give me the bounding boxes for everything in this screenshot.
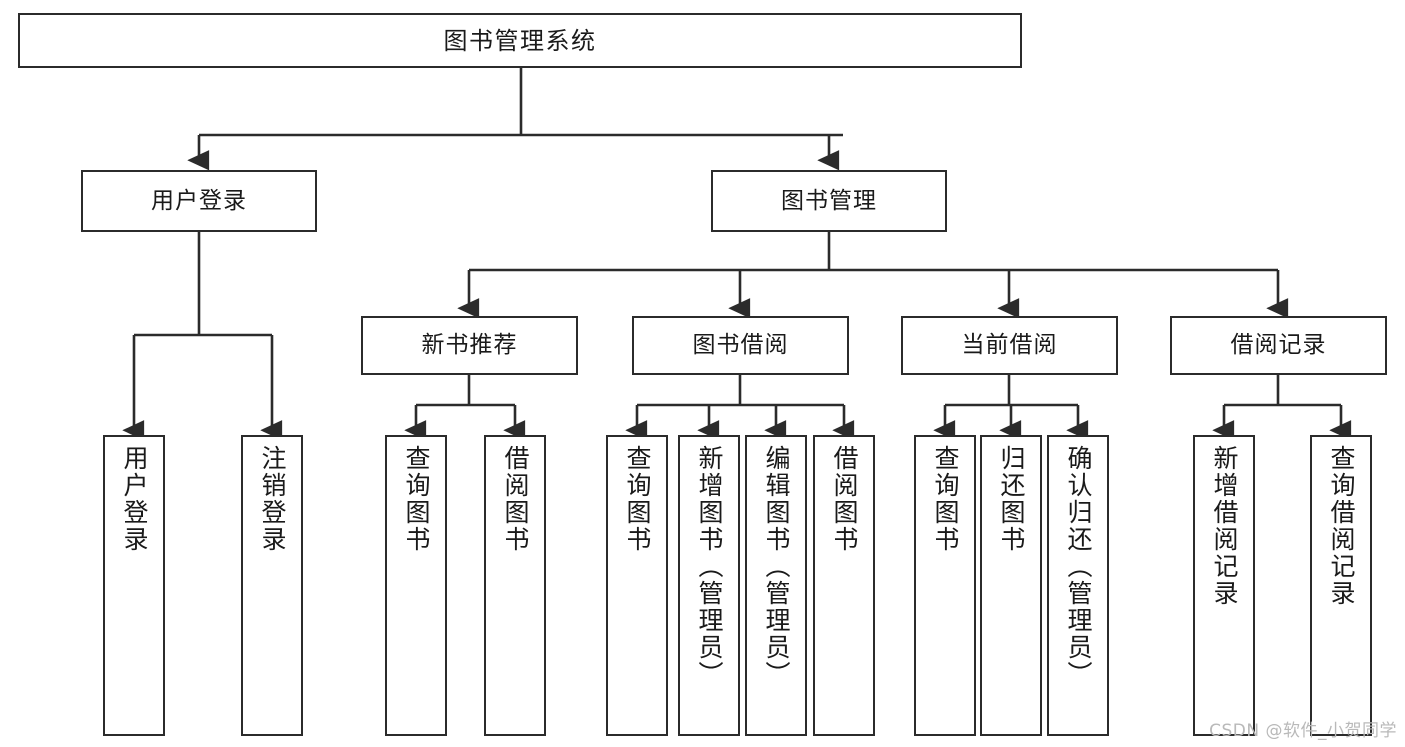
leaf-label: 用户登录 <box>120 445 149 553</box>
leaf-current-borrow-return-book[interactable]: 归还图书 <box>980 435 1042 736</box>
node-book-management[interactable]: 图书管理 <box>711 170 947 232</box>
csdn-watermark: CSDN @软件_小贺同学 <box>1209 721 1397 741</box>
leaf-borrow-record-add-record[interactable]: 新增借阅记录 <box>1193 435 1255 736</box>
leaf-label: 查询图书 <box>623 445 652 553</box>
leaf-borrow-record-query-record[interactable]: 查询借阅记录 <box>1310 435 1372 736</box>
node-current-borrow[interactable]: 当前借阅 <box>901 316 1118 375</box>
leaf-label: 借阅图书 <box>830 445 859 553</box>
node-borrow-record-label: 借阅记录 <box>1230 332 1327 359</box>
leaf-book-borrow-borrow-book[interactable]: 借阅图书 <box>813 435 875 736</box>
leaf-user-login-logout[interactable]: 注销登录 <box>241 435 303 736</box>
node-root-label: 图书管理系统 <box>443 26 597 55</box>
leaf-new-book-borrow-book[interactable]: 借阅图书 <box>484 435 546 736</box>
leaf-label: 借阅图书 <box>501 445 530 553</box>
leaf-label: 编辑图书（管理员） <box>762 445 791 688</box>
leaf-label: 新增借阅记录 <box>1210 445 1239 607</box>
node-book-management-label: 图书管理 <box>781 187 877 214</box>
node-user-login[interactable]: 用户登录 <box>81 170 317 232</box>
node-new-book-recommend[interactable]: 新书推荐 <box>361 316 578 375</box>
node-book-borrow-label: 图书借阅 <box>692 332 789 359</box>
leaf-label: 新增图书（管理员） <box>695 445 724 688</box>
leaf-label: 查询图书 <box>931 445 960 553</box>
leaf-label: 查询借阅记录 <box>1327 445 1356 607</box>
leaf-book-borrow-query-book[interactable]: 查询图书 <box>606 435 668 736</box>
leaf-current-borrow-confirm-return[interactable]: 确认归还（管理员） <box>1047 435 1109 736</box>
node-borrow-record[interactable]: 借阅记录 <box>1170 316 1387 375</box>
node-book-borrow[interactable]: 图书借阅 <box>632 316 849 375</box>
leaf-label: 归还图书 <box>997 445 1026 553</box>
leaf-label: 查询图书 <box>402 445 431 553</box>
leaf-label: 确认归还（管理员） <box>1064 445 1093 688</box>
leaf-new-book-query-book[interactable]: 查询图书 <box>385 435 447 736</box>
leaf-book-borrow-edit-book[interactable]: 编辑图书（管理员） <box>745 435 807 736</box>
leaf-current-borrow-query-book[interactable]: 查询图书 <box>914 435 976 736</box>
node-root-book-management-system[interactable]: 图书管理系统 <box>18 13 1022 68</box>
leaf-user-login-login[interactable]: 用户登录 <box>103 435 165 736</box>
node-user-login-label: 用户登录 <box>151 187 247 214</box>
node-new-book-recommend-label: 新书推荐 <box>421 332 518 359</box>
leaf-book-borrow-add-book[interactable]: 新增图书（管理员） <box>678 435 740 736</box>
node-current-borrow-label: 当前借阅 <box>961 332 1058 359</box>
leaf-label: 注销登录 <box>258 445 287 553</box>
